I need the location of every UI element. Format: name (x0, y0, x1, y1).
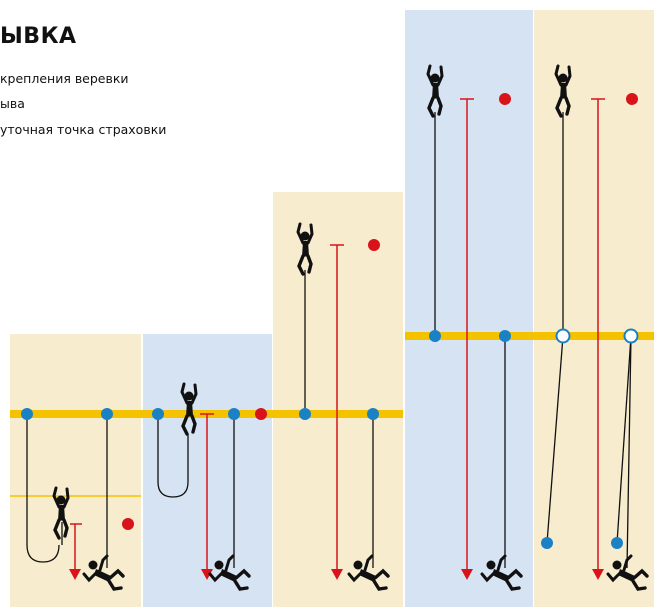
anchor-point-icon (611, 537, 623, 549)
open-anchor-point-icon (555, 328, 571, 344)
panel-4 (405, 10, 533, 607)
rope (616, 335, 632, 544)
rope-loop (157, 414, 189, 498)
fall-arrowhead (69, 569, 81, 580)
anchor-line-high (405, 332, 654, 340)
rope (626, 335, 632, 569)
anchor-point-icon (101, 408, 113, 420)
anchor-point-icon (541, 537, 553, 549)
belay-point-icon (368, 239, 380, 251)
fall-arrowhead (592, 569, 604, 580)
belay-point-icon (626, 93, 638, 105)
anchor-point-icon (429, 330, 441, 342)
legend-item-fall: ыва (0, 96, 25, 111)
panel-5 (534, 10, 654, 607)
open-anchor-point-icon (623, 328, 639, 344)
belay-point-icon (499, 93, 511, 105)
page-title: ЫВКА (0, 24, 77, 49)
rope (546, 335, 564, 544)
legend-item-anchor: крепления веревки (0, 71, 129, 86)
rope-loop (26, 414, 60, 563)
anchor-point-icon (499, 330, 511, 342)
fall-arrowhead (331, 569, 343, 580)
fall-arrowhead (201, 569, 213, 580)
scenario-4 (426, 64, 523, 591)
anchor-point-icon (228, 408, 240, 420)
legend-item-belay-point: уточная точка страховки (0, 122, 167, 137)
scenario-5 (541, 64, 649, 591)
panel-3 (273, 192, 403, 607)
scenario-1 (21, 408, 134, 591)
belay-point-icon (255, 408, 267, 420)
anchor-point-icon (152, 408, 164, 420)
fall-arrowhead (461, 569, 473, 580)
belay-point-icon (122, 518, 134, 530)
anchor-point-icon (367, 408, 379, 420)
scenario-3 (296, 222, 390, 591)
anchor-point-icon (299, 408, 311, 420)
scenario-2 (152, 382, 267, 591)
anchor-point-icon (21, 408, 33, 420)
